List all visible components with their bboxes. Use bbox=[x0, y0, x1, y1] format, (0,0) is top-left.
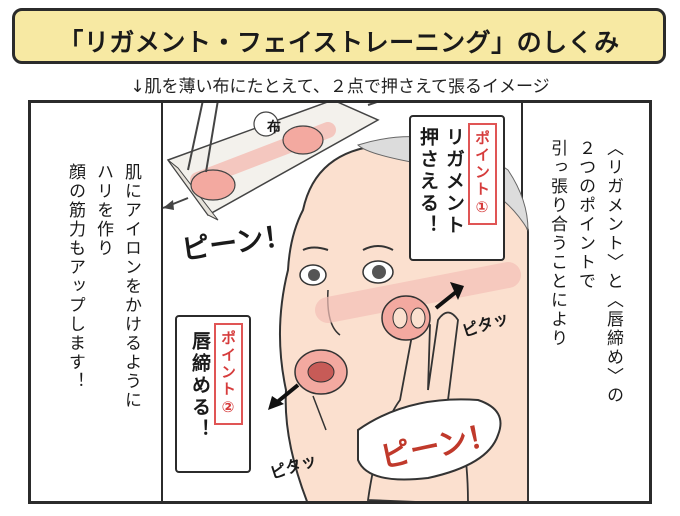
left-caption-line-3: 顔の筋力もアップします！ bbox=[65, 163, 85, 391]
point-1-callout: ポイント① リガメント 押さえる！ bbox=[409, 115, 505, 261]
pin-sfx-burst bbox=[357, 398, 502, 481]
subtitle: ↓肌を薄い布にたとえて、２点で押さえて張るイメージ bbox=[130, 77, 550, 97]
title-banner: 「リガメント・フェイストレーニング」のしくみ bbox=[12, 8, 666, 64]
point-2-tag: ポイント② bbox=[214, 323, 243, 425]
illustration-panel: 肌にアイロンをかけるように ハリを作り 顔の筋力もアップします！ 〈リガメント〉… bbox=[28, 100, 652, 504]
page-title: 「リガメント・フェイストレーニング」のしくみ bbox=[58, 28, 620, 57]
point-1-body: リガメント 押さえる！ bbox=[415, 127, 467, 237]
left-caption-line-1: 肌にアイロンをかけるように bbox=[121, 163, 141, 410]
point-2-body: 唇締める！ bbox=[187, 331, 213, 441]
right-caption-line-3: 引っ張り合うことにより bbox=[547, 139, 567, 348]
point-1-line-1: リガメント bbox=[443, 127, 465, 237]
left-caption-line-2: ハリを作り bbox=[93, 163, 113, 258]
point-1-tag: ポイント① bbox=[468, 123, 497, 225]
pull-down-arrow bbox=[268, 396, 284, 410]
left-caption: 肌にアイロンをかけるように ハリを作り 顔の筋力もアップします！ bbox=[61, 163, 145, 410]
point-1-line-2: 押さえる！ bbox=[417, 127, 439, 237]
right-caption-line-1: 〈リガメント〉と〈唇締め〉の bbox=[603, 139, 623, 405]
cloth-label: 布 bbox=[267, 120, 281, 136]
pull-up-arrow bbox=[450, 282, 464, 300]
right-caption-line-2: ２つのポイントで bbox=[575, 139, 595, 291]
point-2-line-1: 唇締める！ bbox=[189, 331, 211, 441]
cloth-sketch bbox=[162, 103, 380, 221]
point-2-callout: ポイント② 唇締める！ bbox=[175, 315, 251, 473]
right-caption: 〈リガメント〉と〈唇締め〉の ２つのポイントで 引っ張り合うことにより bbox=[543, 139, 627, 405]
